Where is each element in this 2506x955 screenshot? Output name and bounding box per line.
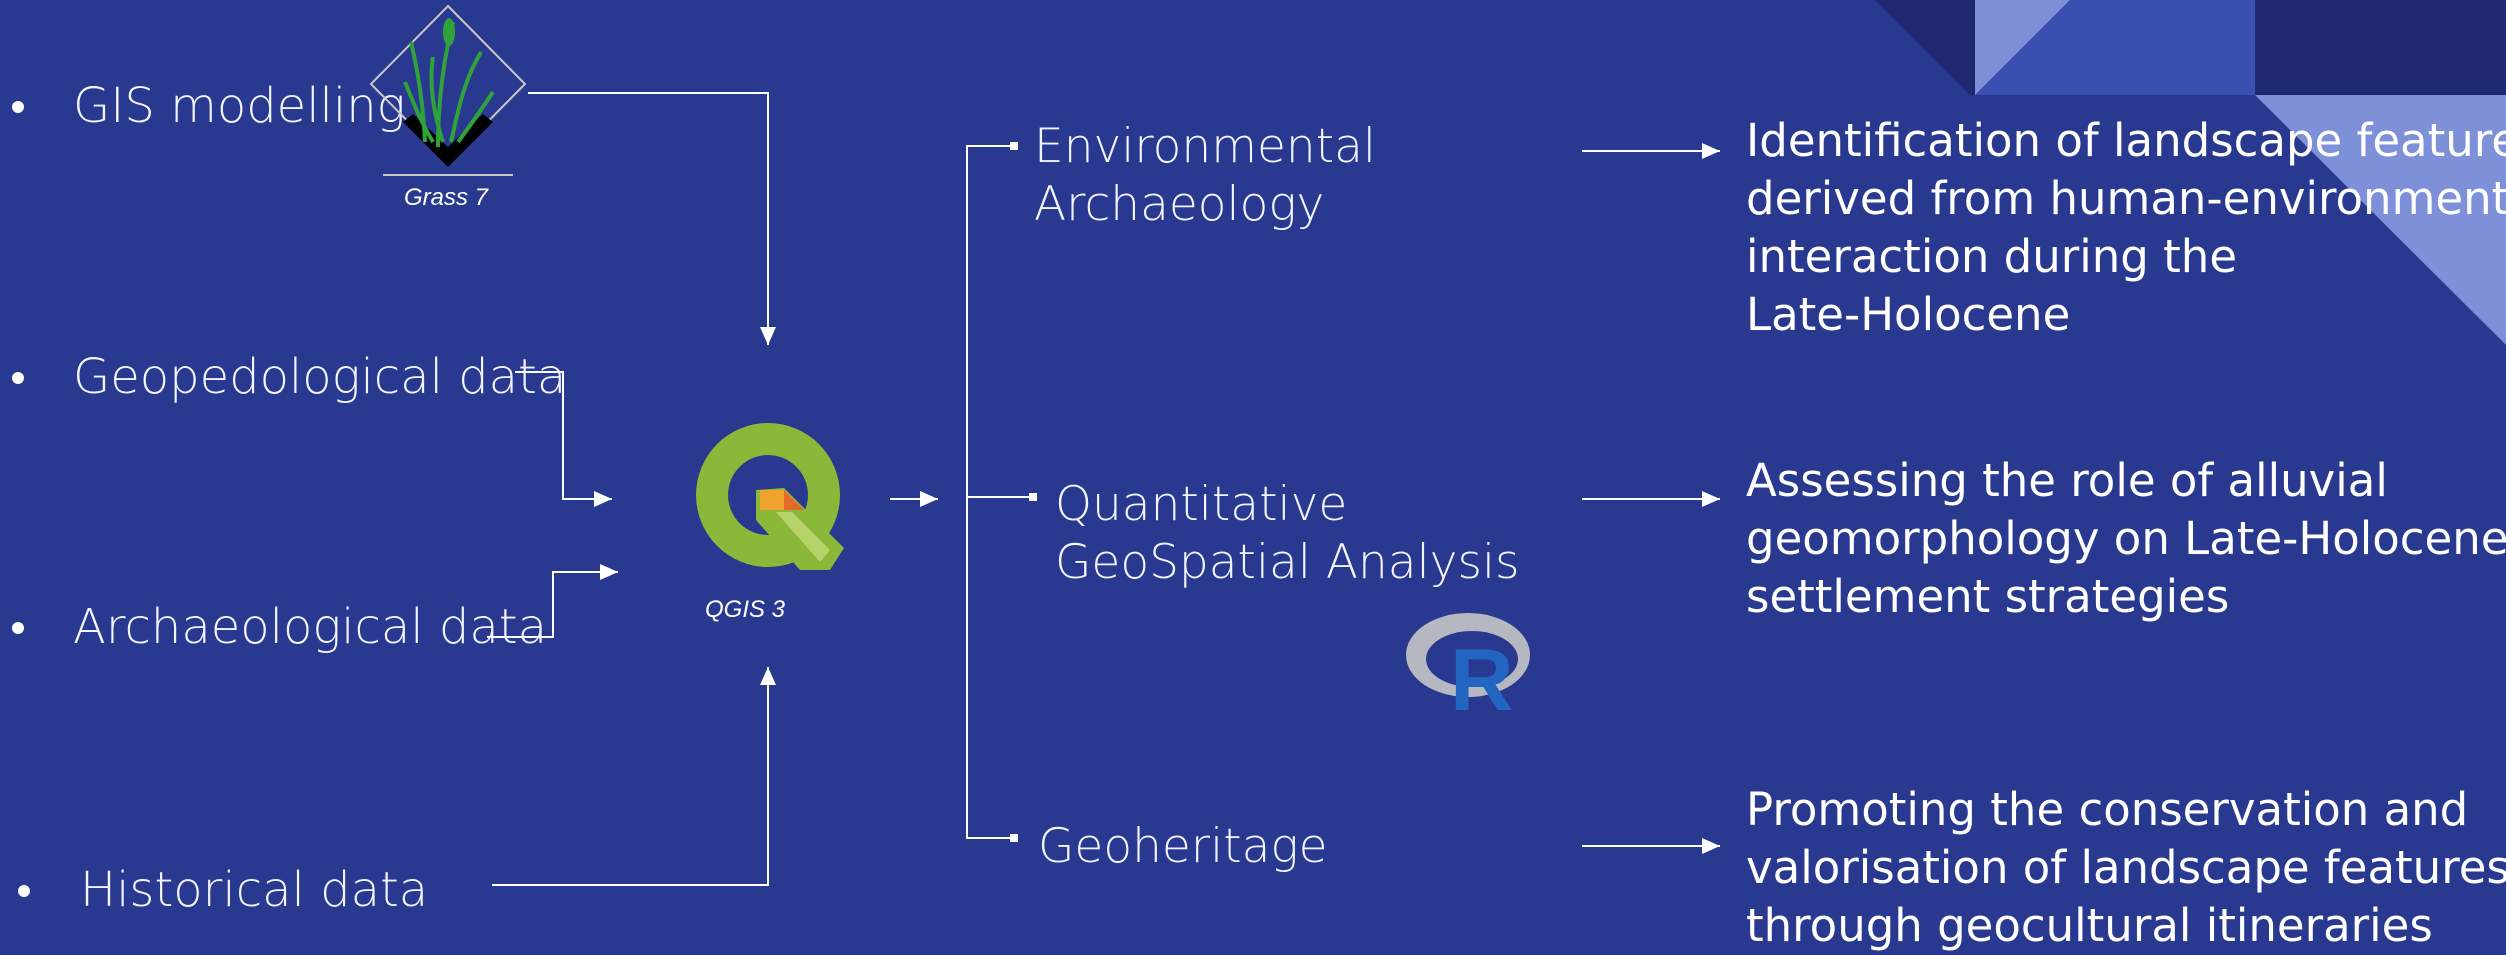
outcome-line: derived from human-environment: [1746, 172, 2506, 225]
branch-environmental-archaeology: Environmental Archaeology: [1034, 118, 1376, 234]
r-logo-icon: R: [1406, 613, 1530, 715]
bullet: [12, 622, 24, 634]
wire-branch-bracket: [966, 145, 1015, 839]
wire-gis-to-qgis: [528, 92, 776, 345]
outcome-assessing: Assessing the role of alluvial geomorpho…: [1746, 452, 2506, 626]
outcome-line: interaction during the: [1746, 230, 2238, 283]
outcome-line: Assessing the role of alluvial: [1746, 454, 2388, 507]
outcome-identification: Identification of landscape features der…: [1746, 112, 2506, 344]
branch-line: Environmental: [1034, 119, 1376, 174]
svg-text:R: R: [1450, 630, 1514, 715]
outcome-line: Promoting the conservation and: [1746, 783, 2469, 836]
outcome-line: Identification of landscape features: [1746, 114, 2506, 167]
outcome-line: through geocultural itineraries: [1746, 899, 2433, 952]
branch-line: GeoSpatial Analysis: [1055, 535, 1520, 590]
wire-historical-to-qgis: [492, 667, 776, 886]
branch-line: Geoheritage: [1038, 819, 1328, 874]
outcome-line: valorisation of landscape features: [1746, 841, 2506, 894]
bullet: [12, 101, 24, 113]
branch-tick-middle: [1029, 493, 1037, 501]
outcome-line: settlement strategies: [1746, 570, 2230, 623]
qgis-logo-caption: QGIS 3: [705, 596, 786, 623]
outcome-line: Late-Holocene: [1746, 288, 2071, 341]
branch-tick-bottom: [1010, 834, 1018, 842]
branch-geoheritage: Geoheritage: [1038, 818, 1328, 876]
branch-tick-top: [1010, 142, 1018, 150]
branch-quantitative-geospatial: Quantitative GeoSpatial Analysis: [1055, 476, 1520, 592]
qgis-logo-icon: [696, 423, 850, 570]
outcome-line: geomorphology on Late-Holocene: [1746, 512, 2506, 565]
branch-line: Archaeology: [1034, 177, 1325, 232]
corner-light-triangle-right: [2255, 95, 2506, 345]
wire-archaeological-to-qgis: [487, 564, 618, 638]
input-geopedological-data: Geopedological data: [73, 349, 567, 405]
outcome-promoting: Promoting the conservation and valorisat…: [1746, 781, 2506, 955]
grass-logo-caption: Grass 7: [404, 184, 489, 211]
branch-line: Quantitative: [1055, 477, 1348, 532]
input-archaeological-data: Archaeological data: [73, 599, 547, 655]
input-gis-modelling: GIS modelling: [73, 78, 406, 134]
grass-logo-icon: [369, 4, 527, 176]
bullet: [18, 885, 30, 897]
wire-geopedological-to-qgis: [515, 371, 612, 507]
corner-light-triangle-top: [1975, 0, 2070, 95]
input-historical-data: Historical data: [80, 862, 429, 918]
bullet: [12, 372, 24, 384]
